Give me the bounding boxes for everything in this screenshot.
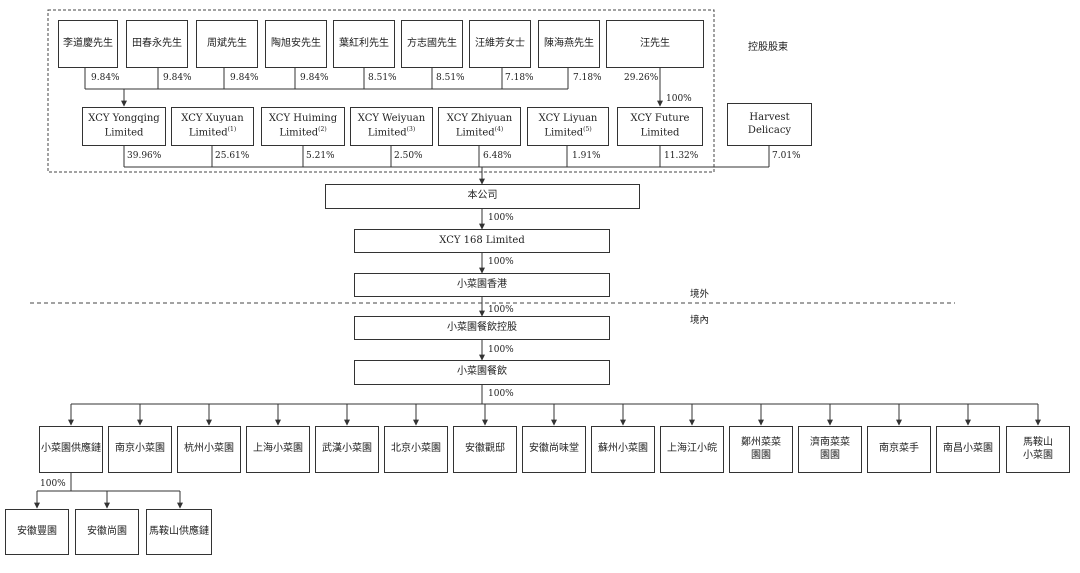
shareholder-box: 田春永先生 [126, 20, 188, 68]
subsidiary-box: 安徽尚味堂 [522, 426, 586, 473]
shareholder-pct: 29.26% [624, 73, 659, 83]
entity-pct: 25.61% [215, 151, 250, 161]
company-box: 本公司 [325, 184, 640, 209]
hk-box: 小菜園香港 [354, 273, 610, 297]
shareholder-pct: 8.51% [368, 73, 397, 83]
subsidiary-box: 南昌小菜園 [936, 426, 1000, 473]
shareholder-pct: 9.84% [230, 73, 259, 83]
shareholder-pct: 7.18% [505, 73, 534, 83]
entity-pct: 11.32% [664, 151, 699, 161]
shareholder-box: 汪維芳女士 [469, 20, 531, 68]
offshore-label: 境外 [690, 289, 710, 300]
xcy168-box: XCY 168 Limited [354, 229, 610, 253]
subsidiary-box: 北京小菜園 [384, 426, 448, 473]
subsidiary-box: 蘇州小菜園 [591, 426, 655, 473]
subsidiary-box: 馬鞍山小菜園 [1006, 426, 1070, 473]
sub-subsidiary-box: 安徽豐園 [5, 509, 69, 555]
sub-sub-pct: 100% [40, 479, 66, 489]
shareholder-pct: 9.84% [163, 73, 192, 83]
shareholder-pct: 9.84% [300, 73, 329, 83]
entity-pct: 5.21% [306, 151, 335, 161]
shareholder-box: 李道慶先生 [58, 20, 118, 68]
chain-pct: 100% [488, 345, 514, 355]
subsidiary-box: 鄭州菜菜園園 [729, 426, 793, 473]
subsidiary-box: 濟南菜菜園園 [798, 426, 862, 473]
shareholder-box: 陶旭安先生 [265, 20, 327, 68]
harvest-pct: 7.01% [772, 151, 801, 161]
entity-pct: 6.48% [483, 151, 512, 161]
chain-pct: 100% [488, 213, 514, 223]
controlling-shareholders-caption: 控股股東 [748, 42, 788, 53]
entity-pct: 2.50% [394, 151, 423, 161]
subsidiary-box: 上海小菜園 [246, 426, 310, 473]
catering-box: 小菜園餐飲 [354, 360, 610, 385]
catering-holdings-box: 小菜園餐飲控股 [354, 316, 610, 340]
shareholder-pct: 9.84% [91, 73, 120, 83]
subsidiaries-pct: 100% [488, 389, 514, 399]
subsidiary-box: 小菜園供應鏈 [39, 426, 103, 473]
shareholder-pct: 7.18% [573, 73, 602, 83]
sub-subsidiary-box: 馬鞍山供應鏈 [146, 509, 212, 555]
wang-future-pct: 100% [666, 94, 692, 104]
sub-subsidiary-box: 安徽尚園 [75, 509, 139, 555]
subsidiary-box: 南京小菜園 [108, 426, 172, 473]
shareholder-box: 方志國先生 [401, 20, 463, 68]
subsidiary-box: 上海江小皖 [660, 426, 724, 473]
entity-pct: 1.91% [572, 151, 601, 161]
onshore-label: 境內 [690, 315, 710, 326]
subsidiary-box: 武漢小菜園 [315, 426, 379, 473]
chain-pct: 100% [488, 257, 514, 267]
chain-pct: 100% [488, 305, 514, 315]
subsidiary-box: 南京菜手 [867, 426, 931, 473]
entity-pct: 39.96% [127, 151, 162, 161]
shareholder-box-controlling: 汪先生 [606, 20, 704, 68]
subsidiary-box: 杭州小菜園 [177, 426, 241, 473]
shareholder-box: 陳海燕先生 [538, 20, 600, 68]
shareholder-box: 周斌先生 [196, 20, 258, 68]
subsidiary-box: 安徽觀邸 [453, 426, 517, 473]
shareholder-box: 葉紅利先生 [333, 20, 395, 68]
shareholder-pct: 8.51% [436, 73, 465, 83]
